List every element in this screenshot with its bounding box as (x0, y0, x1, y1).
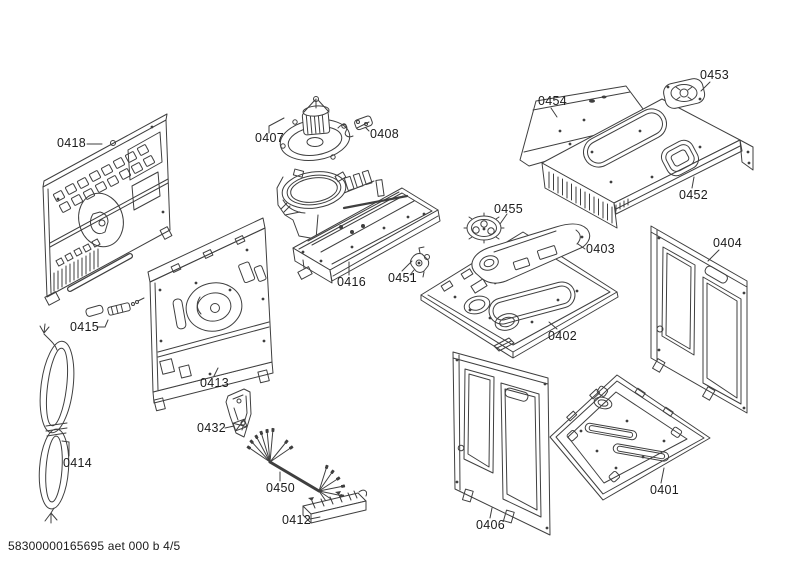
part-label-0415: 0415 (70, 320, 100, 334)
part-label-0452: 0452 (679, 188, 709, 202)
part-0403-air-duct-drawing (471, 223, 591, 284)
part-0406-side-panel-drawing (452, 351, 551, 536)
part-0414-power-cord-drawing (38, 323, 75, 524)
part-0401-bottom-panel-drawing (549, 374, 711, 501)
part-label-0412: 0412 (282, 513, 312, 527)
part-0412-terminal-block-drawing (302, 489, 367, 524)
part-label-0453: 0453 (700, 68, 730, 82)
part-label-0403: 0403 (586, 242, 616, 256)
part-label-0407: 0407 (255, 131, 285, 145)
part-0404-side-panel-drawing (650, 225, 748, 414)
part-label-0451: 0451 (388, 271, 418, 285)
part-label-0408: 0408 (370, 127, 400, 141)
part-label-0450: 0450 (266, 481, 296, 495)
part-0451-small-motor-drawing (409, 246, 430, 278)
part-0407-fan-motor-drawing (279, 96, 354, 161)
part-0413-cavity-rear-panel-drawing (147, 217, 274, 412)
part-0416-ring-element-tray-drawing (276, 168, 441, 284)
part-0408-clamp-drawing (354, 115, 373, 131)
part-0452-top-cover-drawing (541, 98, 754, 229)
part-label-0418: 0418 (57, 136, 87, 150)
part-label-0414: 0414 (63, 456, 93, 470)
part-label-0406: 0406 (476, 518, 506, 532)
part-label-0404: 0404 (713, 236, 743, 250)
part-0418-rear-panel-drawing (42, 113, 173, 306)
document-code: 58300000165695 aet 000 b 4/5 (8, 539, 181, 553)
part-label-0402: 0402 (548, 329, 578, 343)
part-label-0455: 0455 (494, 202, 524, 216)
part-0402-cavity-top-panel-drawing (420, 231, 619, 359)
part-0453-vent-cap-drawing (663, 78, 706, 109)
part-label-0416: 0416 (337, 275, 367, 289)
part-0415-sensor-drawing (85, 297, 145, 317)
leader-lines (61, 81, 720, 520)
part-label-0413: 0413 (200, 376, 230, 390)
part-0450-wiring-harness-drawing (232, 418, 346, 509)
part-0432-bracket-drawing (225, 388, 252, 438)
part-label-0454: 0454 (538, 94, 568, 108)
part-label-0401: 0401 (650, 483, 680, 497)
part-label-0432: 0432 (197, 421, 227, 435)
part-0455-blower-wheel-drawing (463, 212, 505, 244)
